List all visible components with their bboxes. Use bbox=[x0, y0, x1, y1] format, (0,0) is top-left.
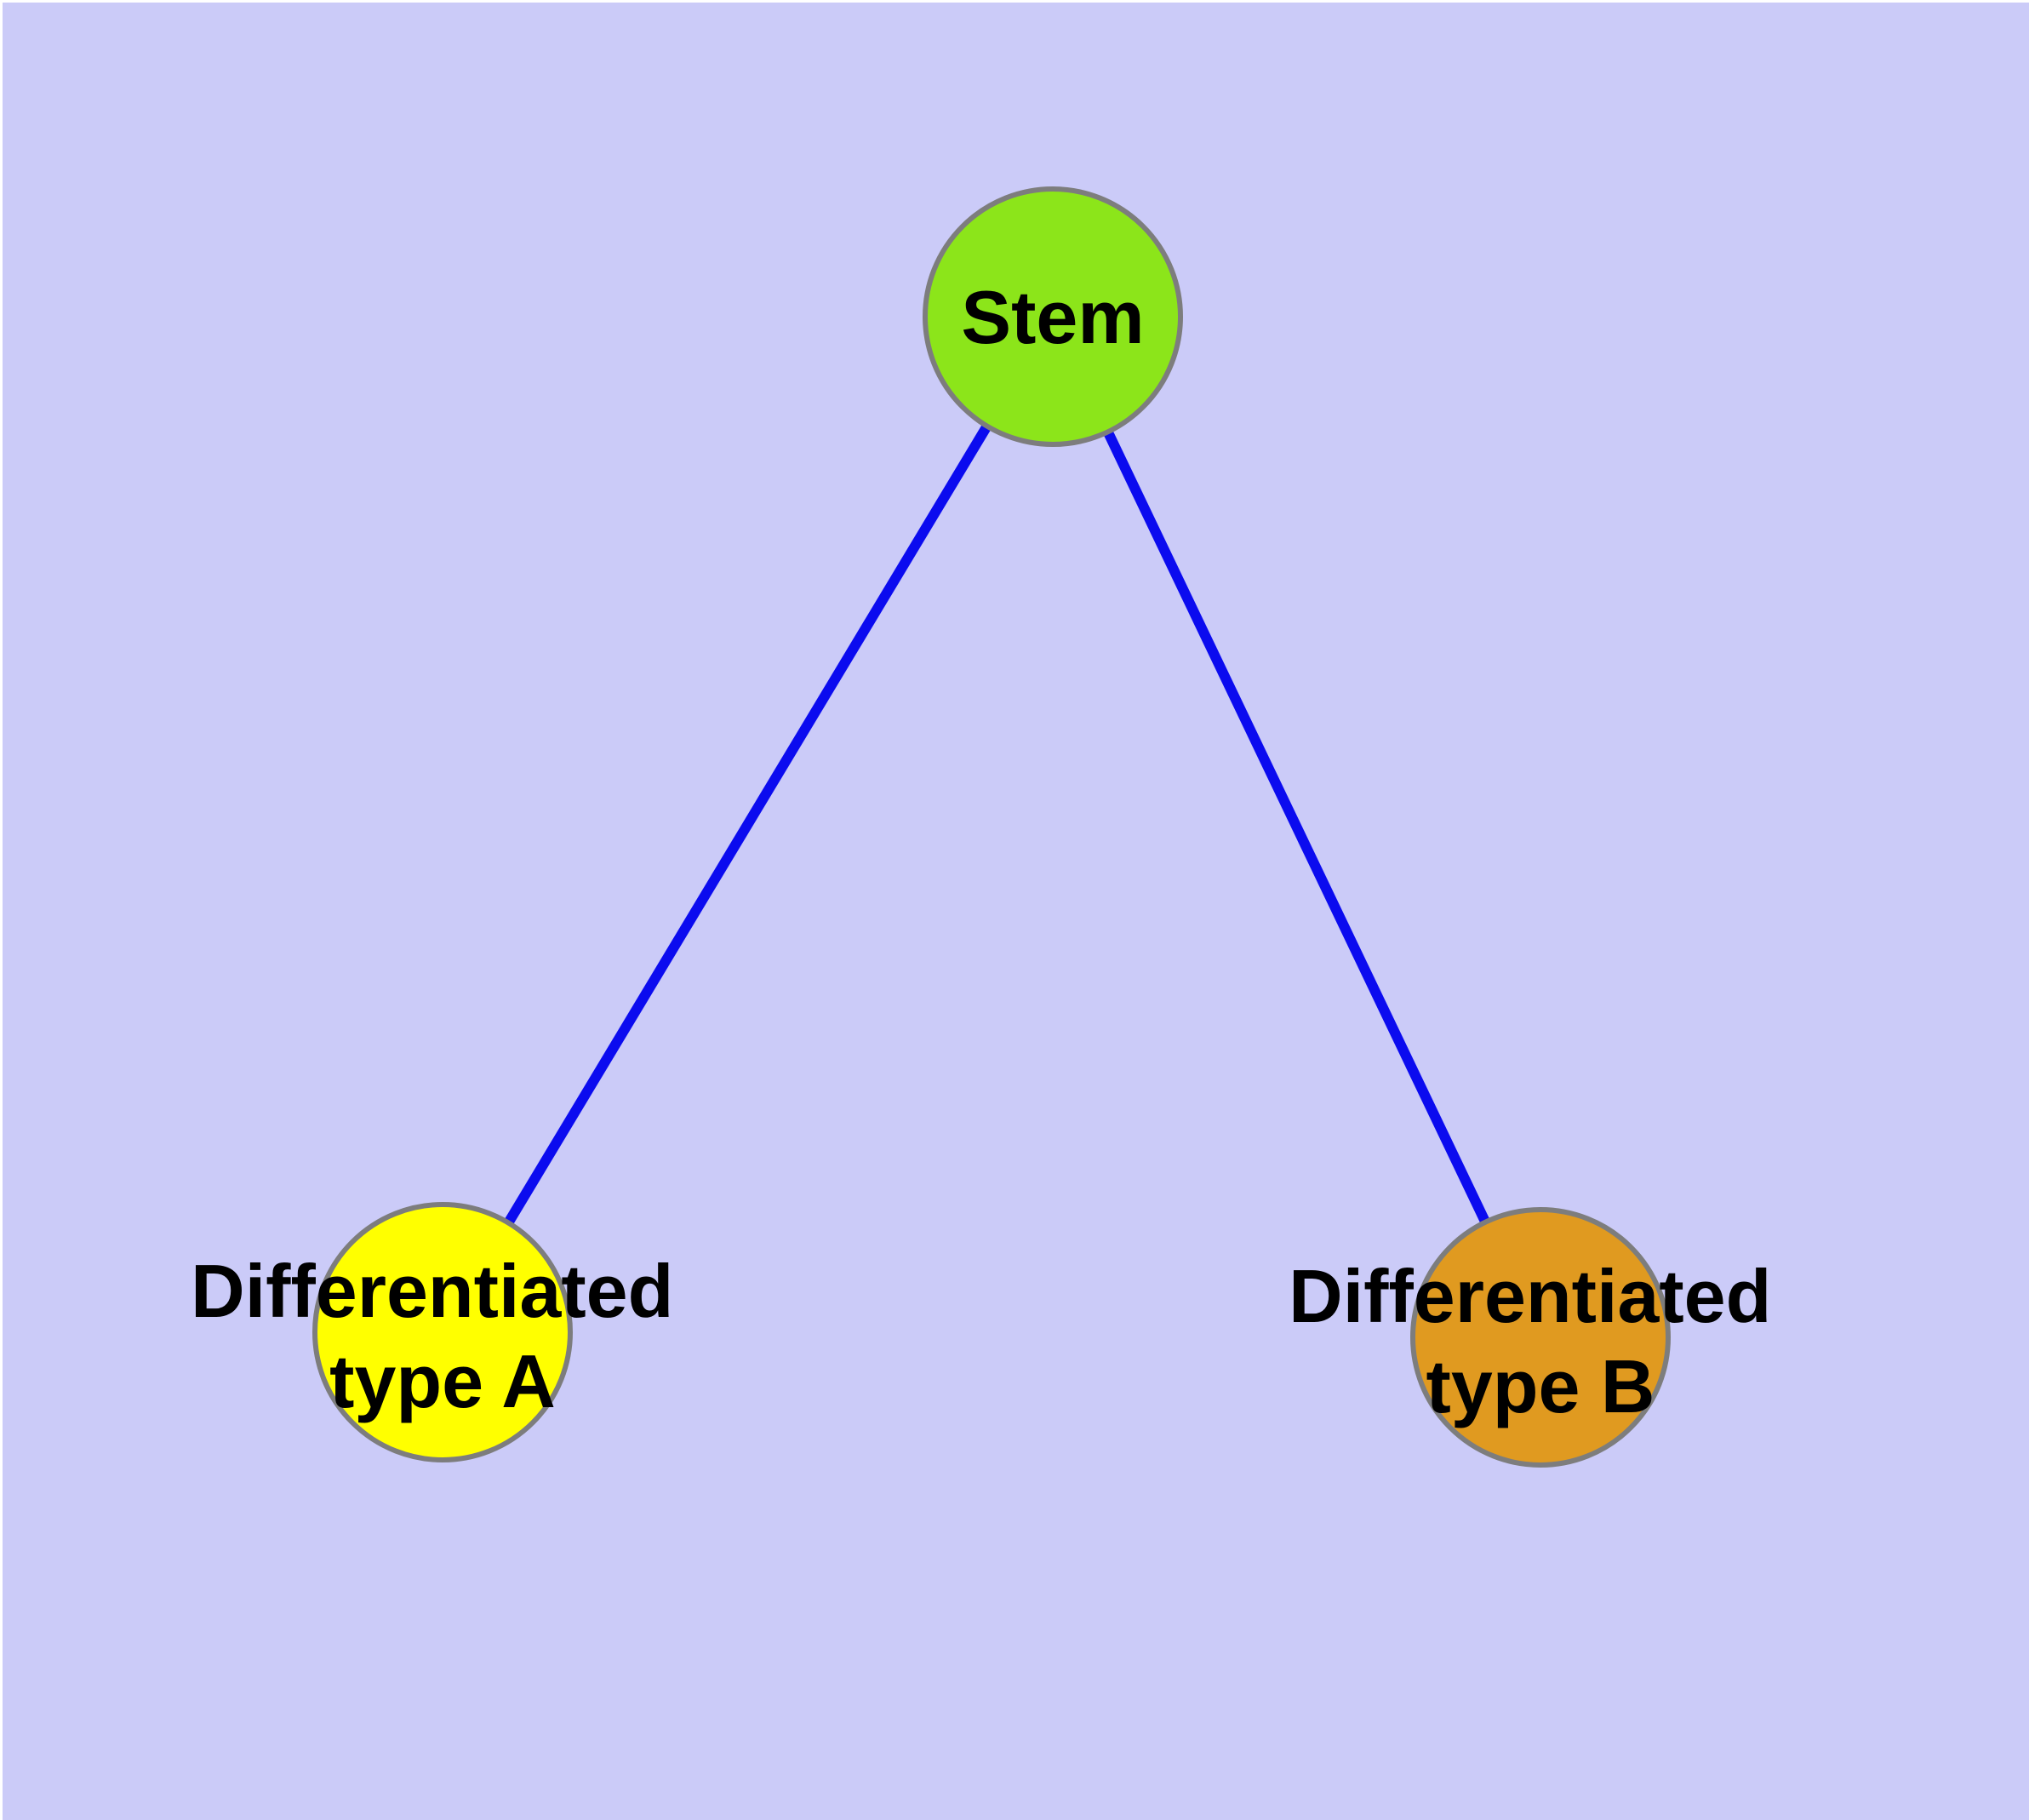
node-differentiated-type-a bbox=[312, 1202, 573, 1462]
node-stem bbox=[923, 186, 1183, 447]
node-stem-label: Stem bbox=[961, 275, 1144, 359]
edge-stem-to-type-a bbox=[437, 313, 1058, 1336]
node-differentiated-type-b bbox=[1410, 1207, 1671, 1468]
label-line-2: type B bbox=[1426, 1344, 1655, 1428]
node-differentiated-type-b-label: Differentiated type B bbox=[1289, 1254, 1792, 1428]
label-line-1: Differentiated bbox=[1289, 1254, 1771, 1338]
node-differentiated-type-a-label: Differentiated type A bbox=[191, 1249, 694, 1423]
label-line-2: type A bbox=[329, 1339, 556, 1423]
edge-stem-to-type-b bbox=[1048, 314, 1546, 1340]
label-line-1: Differentiated bbox=[191, 1249, 673, 1333]
